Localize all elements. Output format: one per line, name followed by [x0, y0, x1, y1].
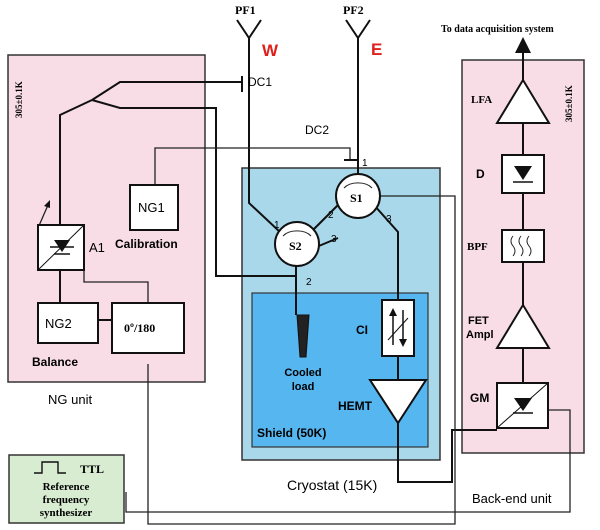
- switch-s1: [335, 173, 381, 219]
- label-ref-2: frequency: [43, 494, 90, 506]
- wiring: [37, 37, 571, 525]
- label-s1: S1: [350, 191, 363, 205]
- label-port-s1-3: 3: [386, 214, 392, 225]
- label-cryostat: Cryostat (15K): [287, 477, 377, 493]
- lfa-amplifier: [495, 78, 551, 124]
- label-fet-2: Ampl: [466, 329, 494, 341]
- ng2-box: [37, 302, 99, 344]
- label-bpf: BPF: [467, 241, 488, 253]
- label-e: E: [371, 40, 382, 59]
- label-balance: Balance: [32, 355, 78, 369]
- label-pf2: PF2: [343, 3, 364, 17]
- label-ref-1: Reference: [43, 481, 90, 493]
- label-a1: A1: [89, 240, 105, 255]
- label-port-s2-3: 3: [331, 234, 337, 245]
- label-temp-left: 305±0.1K: [14, 81, 24, 118]
- label-d: D: [476, 167, 485, 181]
- label-temp-right: 305±0.1K: [564, 85, 574, 122]
- gm-modulator: [496, 382, 549, 429]
- label-dc1: DC1: [248, 75, 272, 89]
- label-cooled-load-2: load: [292, 381, 315, 393]
- label-ci: CI: [356, 323, 368, 337]
- label-s2: S2: [289, 239, 302, 253]
- ttl-pulse-icon: [34, 461, 66, 474]
- reference-synthesizer-box: [8, 454, 125, 524]
- phase-switch-box: [111, 302, 185, 354]
- circulator-ci: [381, 299, 415, 357]
- detector-d: [501, 154, 545, 194]
- label-cooled-load-1: Cooled: [284, 367, 321, 379]
- label-shield: Shield (50K): [257, 426, 326, 440]
- label-to-daq: To data acquisition system: [441, 24, 554, 35]
- label-hemt: HEMT: [338, 399, 373, 413]
- ng1-box: [129, 184, 179, 231]
- pf1-antenna: [236, 19, 262, 40]
- hemt-amplifier: [368, 379, 428, 425]
- label-fet-1: FET: [468, 315, 489, 327]
- label-ng2: NG2: [45, 316, 72, 331]
- label-ng1: NG1: [138, 200, 165, 215]
- label-port-s1-2: 2: [328, 210, 334, 221]
- label-pf1: PF1: [235, 3, 256, 17]
- label-phase: 0º/180: [124, 321, 155, 335]
- label-ref-3: synthesizer: [40, 507, 93, 519]
- switch-s2: [274, 221, 320, 267]
- label-dc2: DC2: [305, 123, 329, 137]
- a1-attenuator: [37, 224, 85, 271]
- label-gm: GM: [470, 391, 489, 405]
- label-ttl: TTL: [80, 462, 104, 476]
- label-backend: Back-end unit: [472, 491, 552, 506]
- fet-amplifier: [495, 303, 551, 349]
- bandpass-filter: [501, 229, 545, 263]
- label-port-s1-1: 1: [362, 158, 368, 169]
- label-port-s2-2: 2: [306, 277, 312, 288]
- label-port-s2-1: 1: [274, 220, 280, 231]
- pf2-antenna: [345, 19, 371, 40]
- cooled-load: [296, 314, 310, 358]
- label-lfa: LFA: [471, 94, 492, 106]
- label-calibration: Calibration: [115, 237, 178, 251]
- label-ng-unit: NG unit: [48, 392, 92, 407]
- label-w: W: [262, 41, 279, 60]
